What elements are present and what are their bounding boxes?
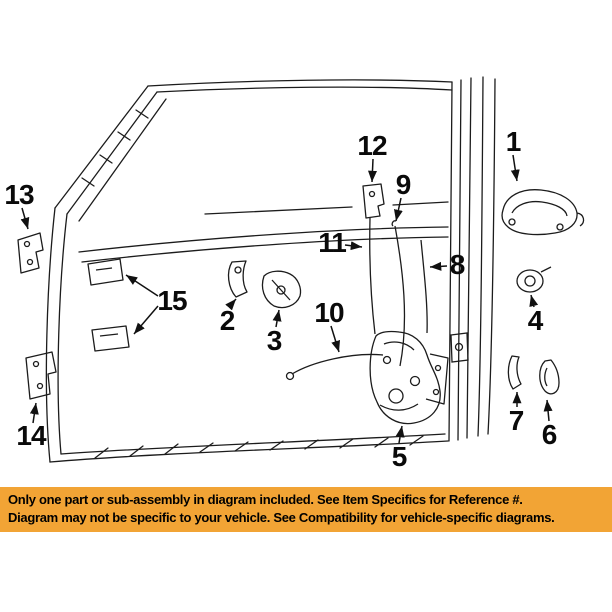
part-bracket-top bbox=[362, 183, 385, 219]
door-outline bbox=[45, 76, 496, 463]
disclaimer-banner: Only one part or sub-assembly in diagram… bbox=[0, 487, 612, 532]
part-lock-knob bbox=[539, 359, 560, 395]
part-lock-cylinder bbox=[516, 266, 552, 293]
part-hinge-upper bbox=[17, 232, 44, 274]
part-hinge-lower bbox=[25, 351, 57, 400]
part-door-handle bbox=[501, 189, 585, 236]
part-latch-assembly bbox=[369, 330, 449, 425]
banner-line-2: Diagram may not be specific to your vehi… bbox=[8, 510, 555, 525]
banner-line-1: Only one part or sub-assembly in diagram… bbox=[8, 492, 523, 507]
part-retainer-clip bbox=[507, 355, 522, 390]
part-clips-pair bbox=[87, 258, 130, 352]
part-latch-link bbox=[261, 270, 302, 309]
part-lever bbox=[227, 260, 248, 298]
part-rods bbox=[285, 217, 428, 381]
callout-leader-arrows bbox=[20, 154, 553, 444]
